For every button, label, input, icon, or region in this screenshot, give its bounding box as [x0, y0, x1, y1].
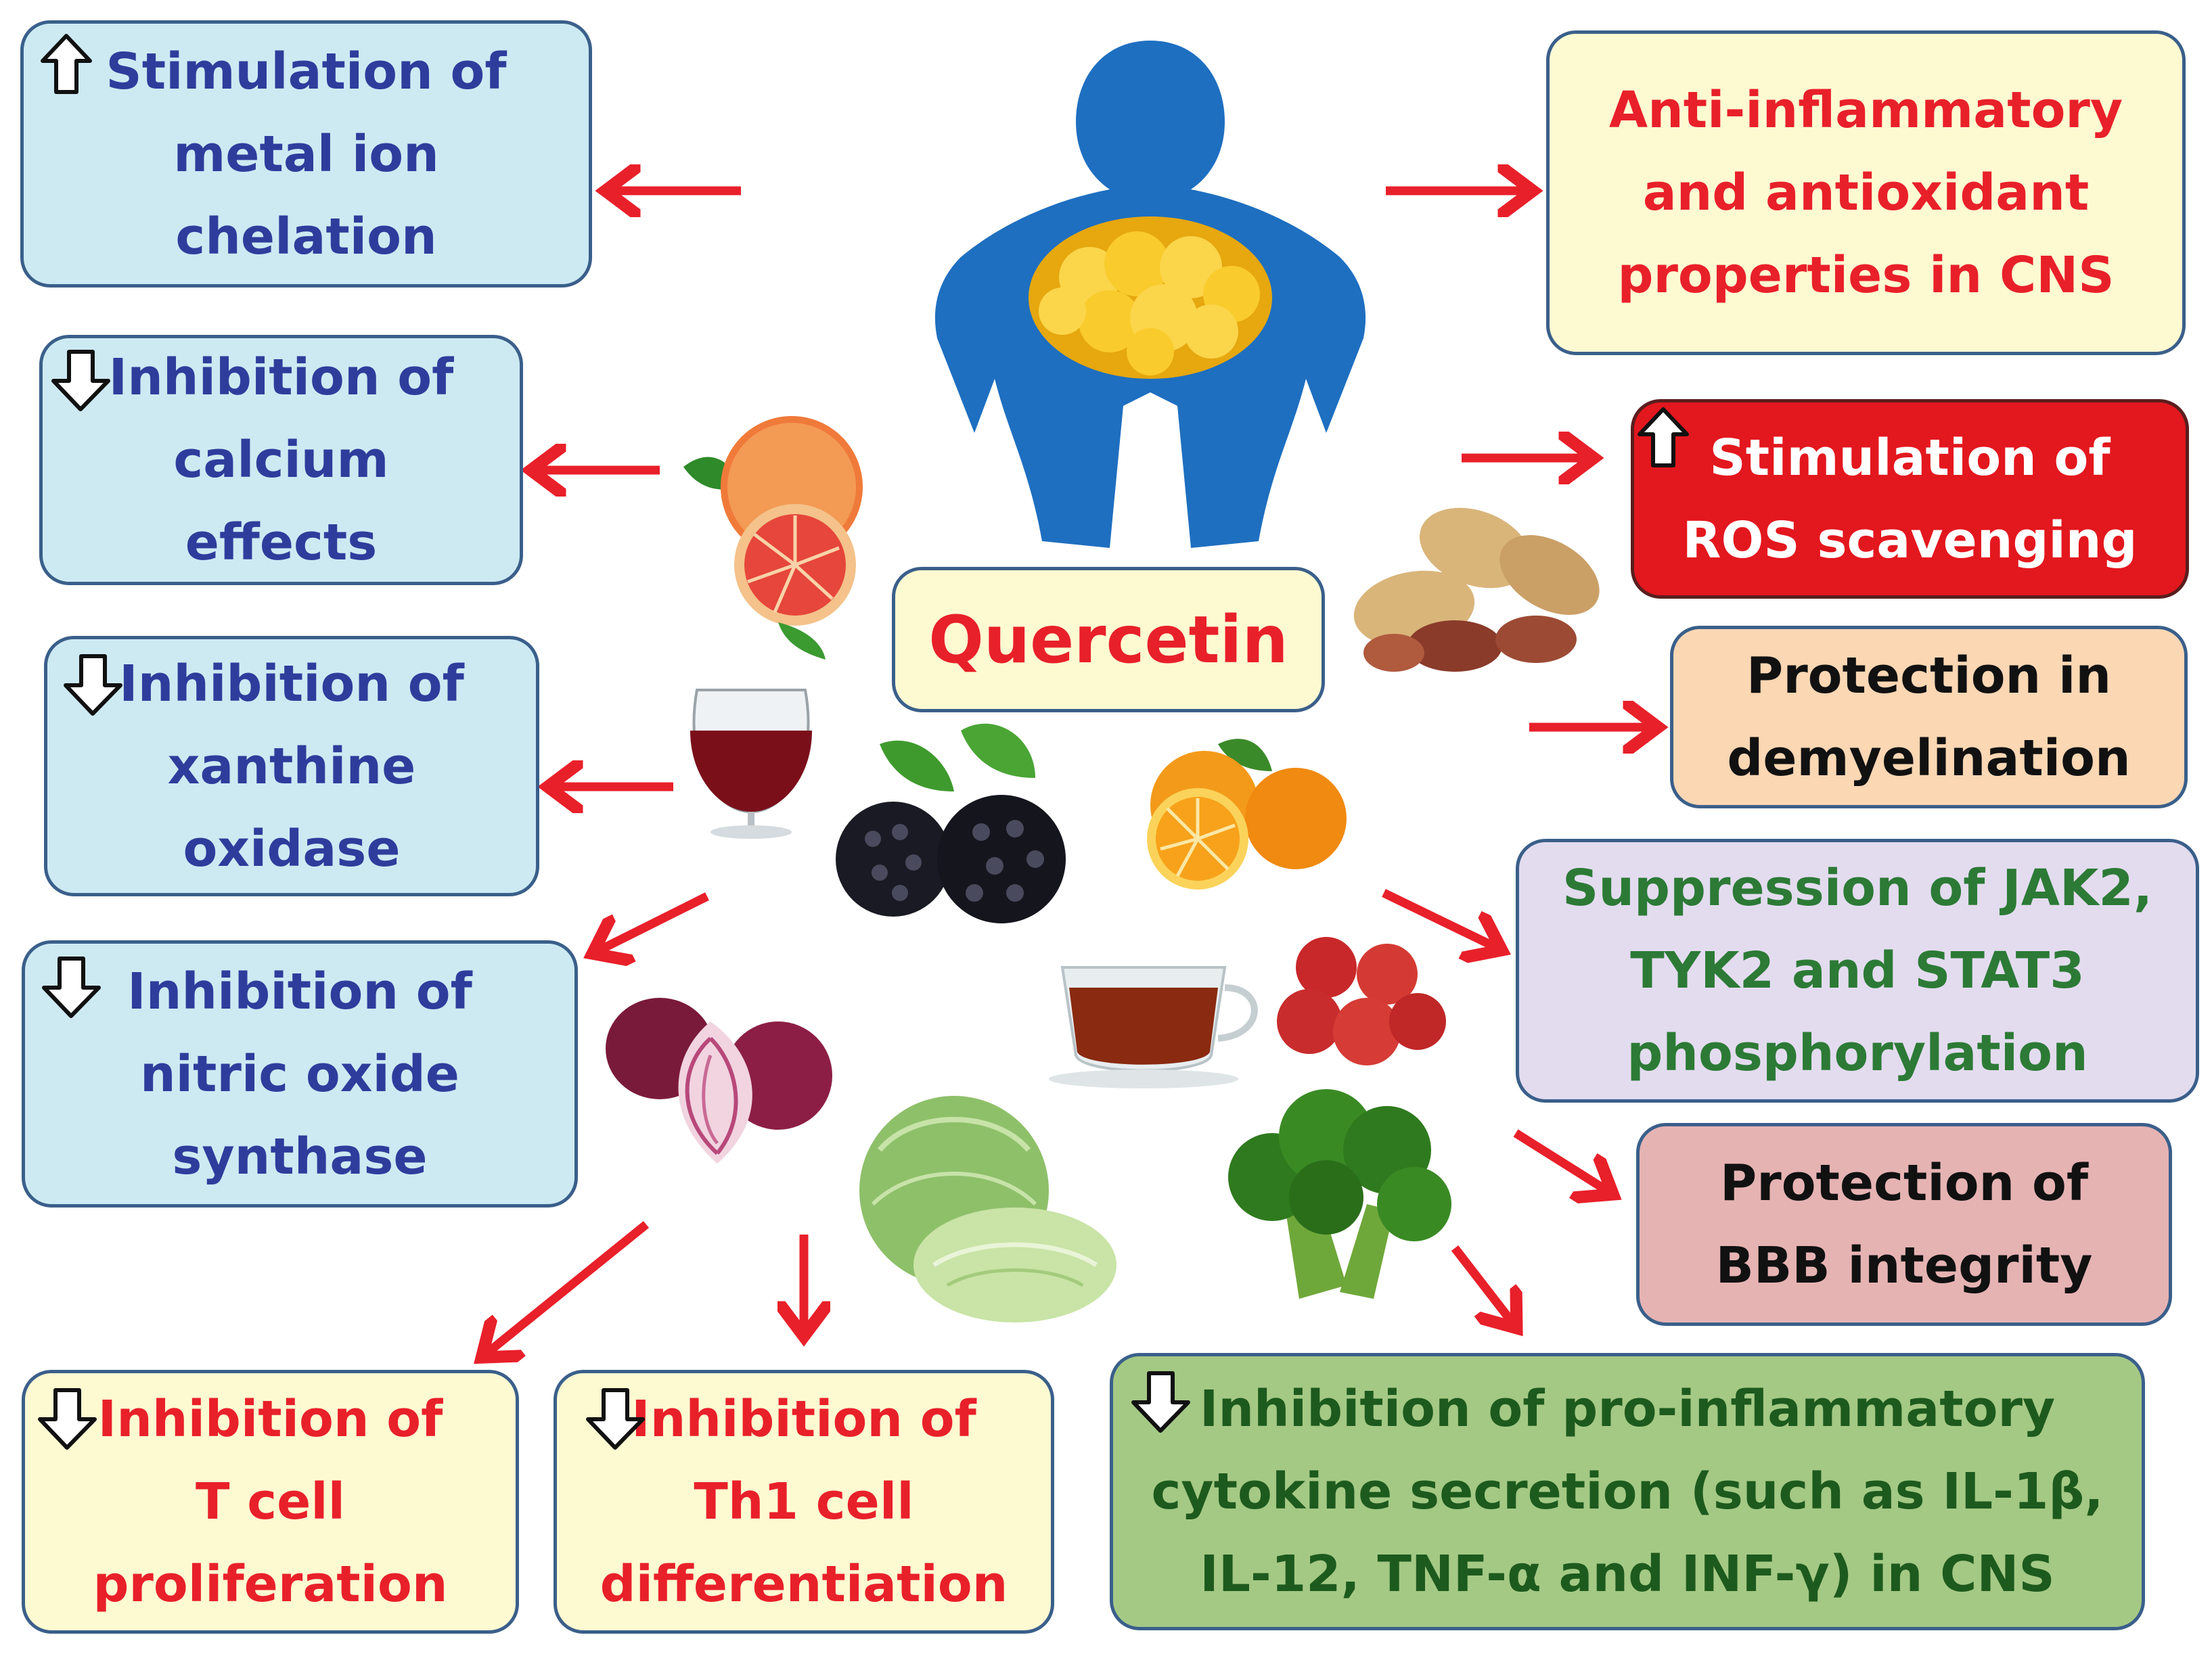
effect-xanthine: Inhibition of xanthine oxidase [44, 636, 539, 896]
effect-line: demyelination [1727, 729, 2131, 787]
effect-line: TYK2 and STAT3 [1630, 942, 2085, 1000]
effect-line: Inhibition of [631, 1390, 976, 1448]
quercetin-label: Quercetin [892, 567, 1325, 712]
effect-demyelination: Protection in demyelination [1670, 626, 2188, 808]
up-arrow-icon [1638, 407, 1689, 467]
effect-line: cytokine secretion (such as IL-1β, [1151, 1463, 2104, 1521]
effect-metal-chelation: Stimulation of metal ion chelation [20, 20, 592, 288]
effect-line: Inhibition of [127, 962, 472, 1021]
effect-bbb: Protection of BBB integrity [1636, 1123, 2172, 1326]
effect-line: ROS scavenging [1682, 511, 2138, 570]
effect-line: Inhibition of [97, 1390, 443, 1448]
down-arrow-icon [1131, 1371, 1190, 1433]
apple-icon [1277, 937, 1446, 1065]
grapefruit-icon [683, 416, 863, 660]
effect-line: Protection of [1719, 1154, 2089, 1212]
effect-line: proliferation [93, 1555, 448, 1613]
effect-antiinflam: Anti-inflammatory and antioxidant proper… [1546, 30, 2186, 355]
effect-line: IL-12, TNF-α and INF-γ) in CNS [1200, 1545, 2055, 1603]
effect-line: Anti-inflammatory [1608, 81, 2123, 139]
effect-line: BBB integrity [1715, 1237, 2093, 1295]
effect-line: Stimulation of [1709, 428, 2111, 487]
arrow-to-tcell [487, 1220, 650, 1353]
peanut-icon [1353, 507, 1600, 672]
down-arrow-icon [38, 1388, 97, 1450]
effect-jak: Suppression of JAK2, TYK2 and STAT3 phos… [1516, 839, 2199, 1103]
down-arrow-icon [64, 654, 122, 716]
effect-line: Th1 cell [694, 1473, 914, 1531]
effect-calcium: Inhibition of calcium effects [39, 335, 523, 585]
body-silhouette-icon [934, 41, 1366, 548]
effect-line: phosphorylation [1627, 1024, 2088, 1082]
effect-tcell: Inhibition of T cell proliferation [22, 1370, 519, 1634]
effect-nos: Inhibition of nitric oxide synthase [22, 940, 578, 1208]
effect-line: differentiation [600, 1555, 1008, 1613]
blackberry-icon [836, 723, 1066, 923]
tea-icon [1049, 966, 1258, 1088]
up-arrow-icon [41, 34, 92, 94]
effect-line: nitric oxide [139, 1044, 459, 1103]
arrow-to-nos [599, 892, 709, 950]
red-wine-icon [690, 689, 812, 839]
effect-line: Stimulation of [106, 42, 507, 101]
orange-icon [1147, 739, 1347, 890]
effect-line: properties in CNS [1617, 246, 2115, 304]
effect-line: and antioxidant [1642, 164, 2090, 222]
effect-line: T cell [195, 1473, 346, 1531]
broccoli-icon [1228, 1089, 1451, 1299]
effect-th1: Inhibition of Th1 cell differentiation [554, 1370, 1054, 1634]
effect-line: effects [185, 513, 378, 572]
effect-line: oxidase [183, 819, 401, 878]
effect-cytokine: Inhibition of pro-inflammatory cytokine … [1110, 1353, 2145, 1630]
down-arrow-icon [51, 350, 110, 411]
effect-line: Protection in [1746, 647, 2112, 705]
effect-line: Inhibition of pro-inflammatory [1199, 1380, 2056, 1438]
effect-line: Inhibition of [108, 348, 454, 407]
effect-line: metal ion [173, 124, 439, 183]
effect-line: synthase [172, 1127, 428, 1186]
effect-line: xanthine [167, 737, 416, 796]
red-onion-icon [606, 998, 832, 1164]
effect-line: calcium [173, 431, 389, 489]
fat-cells-icon [1029, 216, 1272, 379]
effect-line: Inhibition of [119, 654, 464, 713]
effect-line: Suppression of JAK2, [1562, 859, 2152, 917]
down-arrow-icon [586, 1388, 645, 1450]
arrow-to-jak [1382, 889, 1495, 947]
effect-ros: Stimulation of ROS scavenging [1631, 399, 2189, 599]
cabbage-icon [859, 1096, 1116, 1322]
effect-line: chelation [175, 207, 437, 266]
arrow-to-cytokine [1451, 1245, 1512, 1322]
down-arrow-icon [42, 957, 101, 1018]
arrow-to-bbb [1513, 1129, 1607, 1191]
